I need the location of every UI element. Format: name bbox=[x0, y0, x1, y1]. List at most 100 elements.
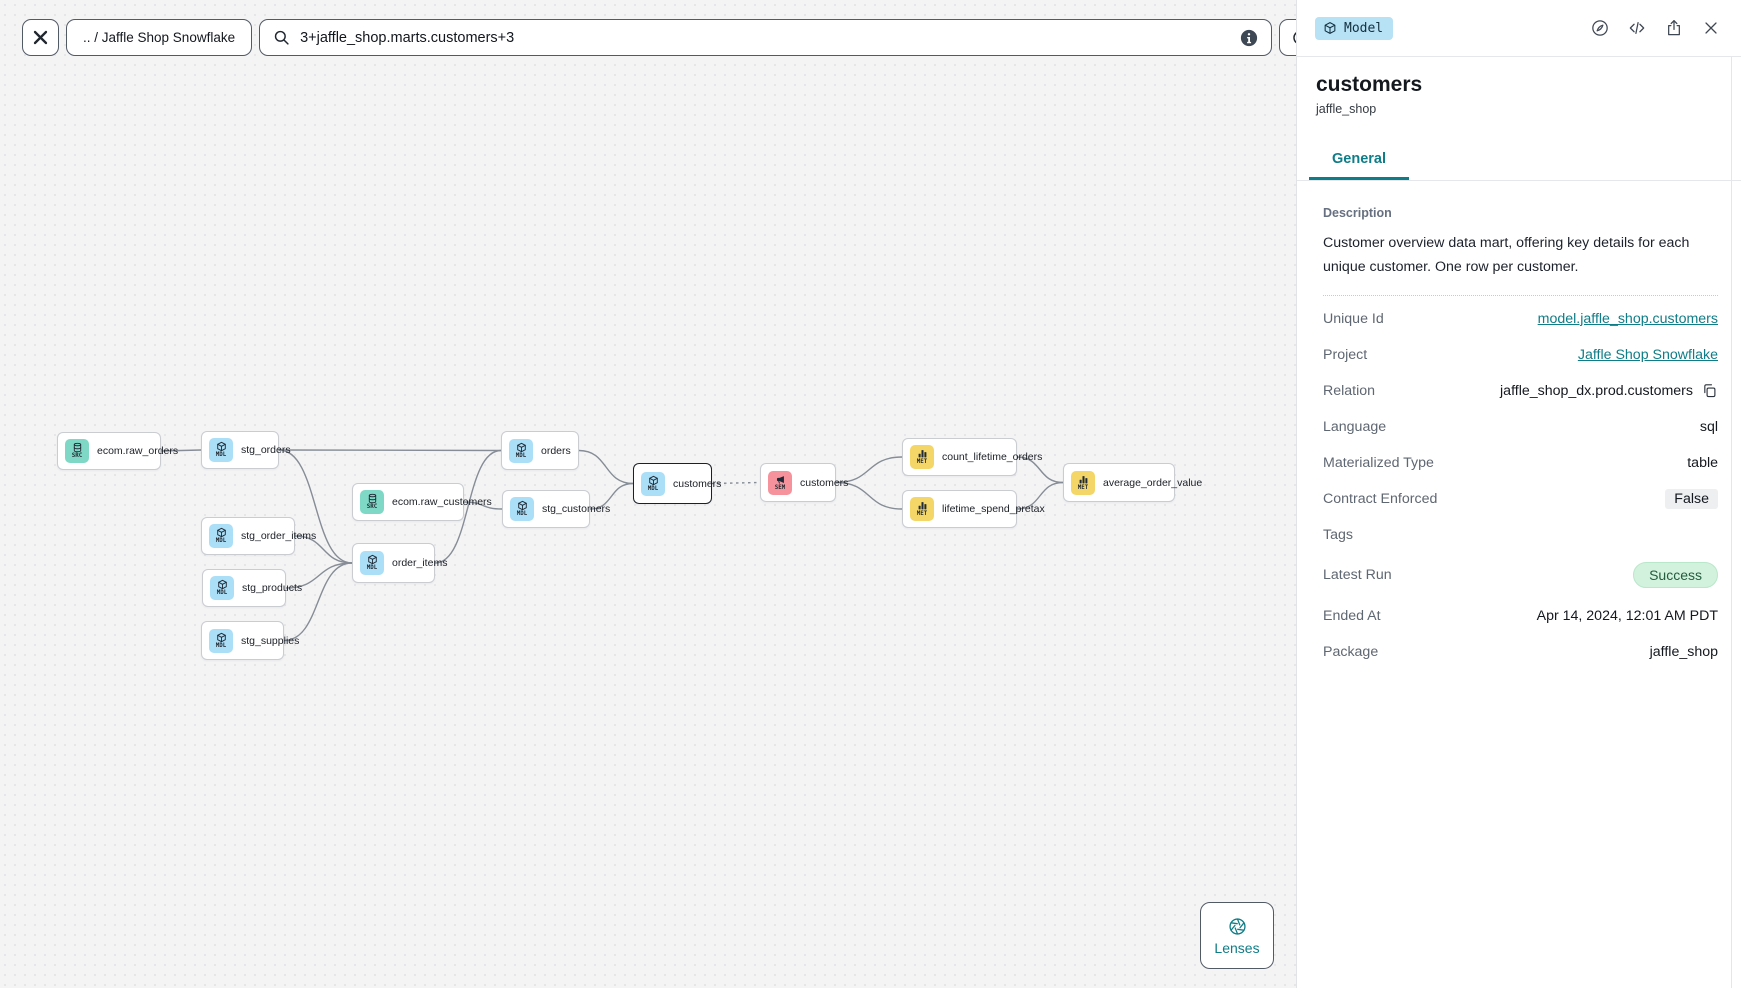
close-lineage-button[interactable] bbox=[22, 19, 59, 56]
copy-icon[interactable] bbox=[1701, 382, 1718, 399]
model-cube-icon: MDL bbox=[210, 576, 234, 600]
lineage-search[interactable] bbox=[259, 19, 1273, 56]
lineage-node-customers_sem[interactable]: SEM customers bbox=[760, 463, 848, 502]
field-value-wrap: Apr 14, 2024, 12:01 AM PDT bbox=[1537, 608, 1718, 624]
divider bbox=[1323, 294, 1718, 296]
resource-type-label: Model bbox=[1344, 20, 1384, 36]
tab-general[interactable]: General bbox=[1309, 143, 1409, 180]
breadcrumb[interactable]: .. / Jaffle Shop Snowflake bbox=[66, 19, 253, 56]
metric-chart-icon: MET bbox=[910, 497, 934, 521]
share-icon[interactable] bbox=[1664, 18, 1684, 38]
field-label: Latest Run bbox=[1323, 567, 1392, 584]
field-value-wrap: False bbox=[1665, 488, 1718, 509]
field-label: Project bbox=[1323, 346, 1368, 363]
lineage-edge bbox=[835, 456, 903, 484]
lenses-button[interactable]: Lenses bbox=[1200, 902, 1274, 969]
field-value-wrap: model.jaffle_shop.customers bbox=[1538, 311, 1718, 327]
value-chip: False bbox=[1665, 488, 1718, 509]
lineage-edge bbox=[711, 481, 761, 485]
lineage-node-stg_customers[interactable]: MDL stg_customers bbox=[502, 490, 610, 528]
node-label: count_lifetime_orders bbox=[942, 451, 1043, 463]
field-value: sql bbox=[1699, 418, 1718, 435]
model-cube-icon: MDL bbox=[510, 497, 534, 521]
resource-type-badge: Model bbox=[1315, 16, 1394, 40]
field-label: Package bbox=[1323, 643, 1379, 660]
info-icon[interactable] bbox=[1240, 29, 1258, 47]
lineage-node-stg_products[interactable]: MDL stg_products bbox=[202, 569, 302, 607]
megaphone-icon: SEM bbox=[768, 470, 792, 495]
field-label: Language bbox=[1323, 418, 1387, 435]
metric-chart-icon: MET bbox=[1071, 470, 1095, 495]
field-value: jaffle_shop_dx.prod.customers bbox=[1500, 382, 1693, 399]
page-title: customers bbox=[1316, 73, 1423, 96]
lineage-edge bbox=[278, 449, 353, 564]
lineage-edges bbox=[160, 449, 1064, 642]
lineage-node-count_lifetime_orders[interactable]: MET count_lifetime_orders bbox=[902, 438, 1042, 476]
field-row-package: Package jaffle_shop bbox=[1323, 634, 1718, 670]
field-link[interactable]: model.jaffle_shop.customers bbox=[1537, 310, 1718, 327]
lineage-edge bbox=[1016, 456, 1064, 484]
lineage-edge bbox=[1016, 481, 1064, 510]
close-panel-icon[interactable] bbox=[1701, 18, 1721, 38]
field-value-wrap: jaffle_shop bbox=[1650, 644, 1718, 660]
lineage-toolbar: .. / Jaffle Shop Snowflake bbox=[22, 19, 1322, 56]
explore-compass-icon[interactable] bbox=[1590, 18, 1610, 38]
package-subtitle: jaffle_shop bbox=[1316, 102, 1377, 116]
code-icon[interactable] bbox=[1627, 18, 1647, 38]
lineage-node-stg_order_items[interactable]: MDL stg_order_items bbox=[201, 517, 316, 555]
metric-chart-icon: MET bbox=[910, 445, 934, 469]
lineage-edge bbox=[434, 449, 502, 564]
model-cube-icon: MDL bbox=[360, 551, 384, 575]
field-label: Unique Id bbox=[1323, 310, 1384, 327]
node-label: stg_products bbox=[242, 582, 303, 594]
field-link[interactable]: Jaffle Shop Snowflake bbox=[1577, 346, 1718, 363]
lineage-edge bbox=[283, 562, 353, 642]
status-badge[interactable]: Success bbox=[1633, 562, 1718, 589]
node-label: stg_customers bbox=[542, 503, 611, 515]
node-label: average_order_value bbox=[1103, 476, 1203, 489]
panel-tabs: General bbox=[1297, 143, 1741, 181]
field-value-wrap: Success bbox=[1633, 562, 1718, 589]
field-row-latest-run: Latest Run Success bbox=[1323, 553, 1718, 598]
field-row-tags: Tags bbox=[1323, 517, 1718, 553]
field-label: Tags bbox=[1323, 526, 1353, 543]
node-label: customers bbox=[800, 476, 849, 489]
field-value-wrap: Jaffle Shop Snowflake bbox=[1578, 347, 1718, 363]
field-value-wrap: table bbox=[1687, 455, 1718, 471]
description-heading: Description bbox=[1323, 206, 1392, 220]
lineage-node-stg_orders[interactable]: MDL stg_orders bbox=[201, 431, 291, 469]
search-icon bbox=[274, 30, 289, 45]
lineage-node-order_items[interactable]: MDL order_items bbox=[352, 543, 447, 583]
description-text: Customer overview data mart, offering ke… bbox=[1323, 235, 1690, 276]
node-label: customers bbox=[673, 477, 722, 490]
lenses-label: Lenses bbox=[1214, 939, 1260, 956]
model-cube-icon bbox=[1324, 22, 1336, 34]
panel-scrollbar[interactable] bbox=[1731, 57, 1732, 988]
node-label: stg_order_items bbox=[241, 530, 317, 542]
field-value: jaffle_shop bbox=[1649, 643, 1718, 660]
model-cube-icon: MDL bbox=[209, 438, 233, 462]
panel-header-actions bbox=[1590, 18, 1721, 38]
database-icon: SRC bbox=[65, 439, 89, 463]
lineage-edge bbox=[294, 535, 353, 564]
lineage-node-average_order_value[interactable]: MET average_order_value bbox=[1063, 463, 1202, 502]
lineage-edge bbox=[160, 449, 202, 452]
node-label: order_items bbox=[392, 557, 448, 569]
panel-content: Description Customer overview data mart,… bbox=[1297, 181, 1741, 670]
model-cube-icon: MDL bbox=[209, 524, 233, 548]
search-input[interactable] bbox=[300, 29, 1231, 46]
field-row-unique-id: Unique Id model.jaffle_shop.customers bbox=[1323, 301, 1718, 337]
lineage-edge bbox=[589, 482, 634, 510]
node-label: stg_orders bbox=[241, 444, 291, 456]
